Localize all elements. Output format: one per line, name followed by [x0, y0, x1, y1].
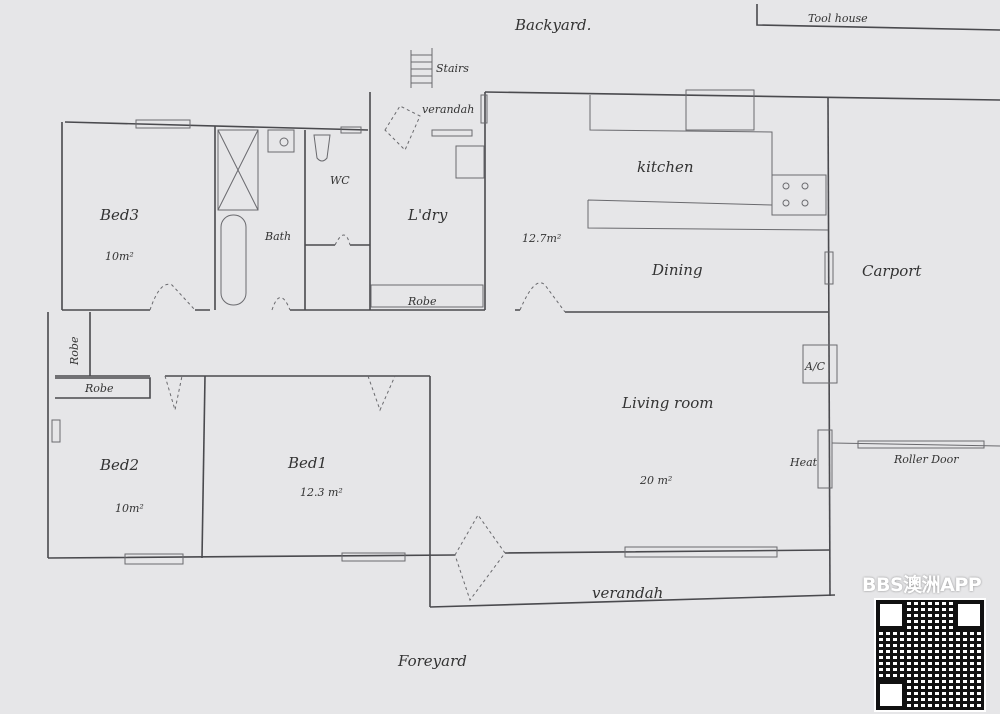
qr-code	[874, 598, 986, 712]
label-bed2-area: 10m²	[115, 502, 144, 515]
label-backyard: Backyard.	[514, 16, 591, 34]
stairs-symbol	[410, 48, 433, 88]
label-bath: Bath	[264, 230, 291, 243]
label-bed3: Bed3	[99, 206, 139, 224]
label-kitchen: kitchen	[637, 158, 694, 176]
label-tool-house: Tool house	[808, 12, 868, 25]
label-living-room: Living room	[621, 394, 714, 412]
label-foreyard: Foreyard	[397, 652, 467, 670]
label-roller-door: Roller Door	[893, 453, 959, 466]
label-dining: Dining	[651, 261, 703, 279]
windows	[51, 94, 1000, 565]
label-verandah-front: verandah	[592, 584, 663, 602]
label-bed1-area: 12.3 m²	[300, 486, 343, 499]
label-bed1: Bed1	[287, 454, 327, 472]
label-living-area: 20 m²	[639, 474, 672, 487]
label-bed3-area: 10m²	[105, 250, 134, 263]
label-bed2: Bed2	[99, 456, 139, 474]
label-ac: A/C	[804, 360, 826, 373]
bathroom-fixtures	[217, 129, 331, 306]
label-stairs: Stairs	[436, 62, 469, 75]
label-carport: Carport	[862, 262, 922, 280]
label-laundry: L'dry	[407, 206, 448, 224]
label-kitchen-area: 12.7m²	[522, 232, 561, 245]
label-robe-vertical: Robe	[68, 336, 81, 366]
kitchen-counters	[370, 89, 829, 308]
doors	[149, 105, 566, 602]
label-robe-laundry: Robe	[407, 295, 437, 308]
label-robe-bed2: Robe	[84, 382, 114, 395]
label-heat: Heat	[789, 456, 818, 469]
tool-house	[756, 4, 1000, 31]
label-wc: WC	[330, 174, 350, 187]
walls	[47, 91, 1000, 608]
label-verandah-back: verandah	[422, 103, 474, 116]
watermark: BBS澳洲APP	[862, 574, 982, 596]
